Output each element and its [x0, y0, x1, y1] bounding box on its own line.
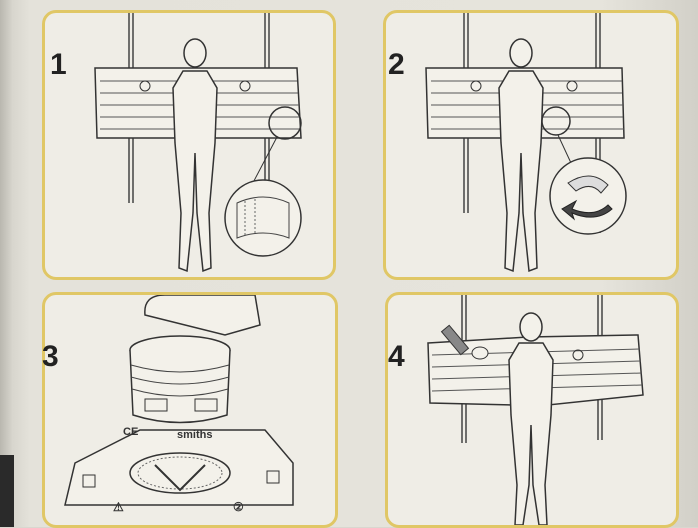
step-number: 1	[50, 48, 67, 82]
binder-edge	[0, 455, 14, 527]
single-use-icon: ②	[233, 500, 244, 514]
page-fold	[0, 0, 12, 527]
step-3-illustration: CE smiths ⚠ ②	[45, 295, 335, 525]
warning-icon: ⚠	[113, 500, 124, 514]
step-number: 3	[42, 340, 59, 374]
step-number: 4	[388, 340, 405, 374]
step-number: 2	[388, 48, 405, 82]
step-3-panel: CE smiths ⚠ ②	[42, 292, 338, 528]
step-4-panel	[385, 292, 679, 528]
step-1-panel	[42, 10, 336, 280]
step-2-illustration	[386, 13, 676, 277]
brand-logo: smiths	[177, 429, 212, 441]
step-2-panel	[383, 10, 679, 280]
step-4-illustration	[388, 295, 676, 525]
ce-mark: CE	[123, 426, 138, 438]
step-1-illustration	[45, 13, 333, 277]
